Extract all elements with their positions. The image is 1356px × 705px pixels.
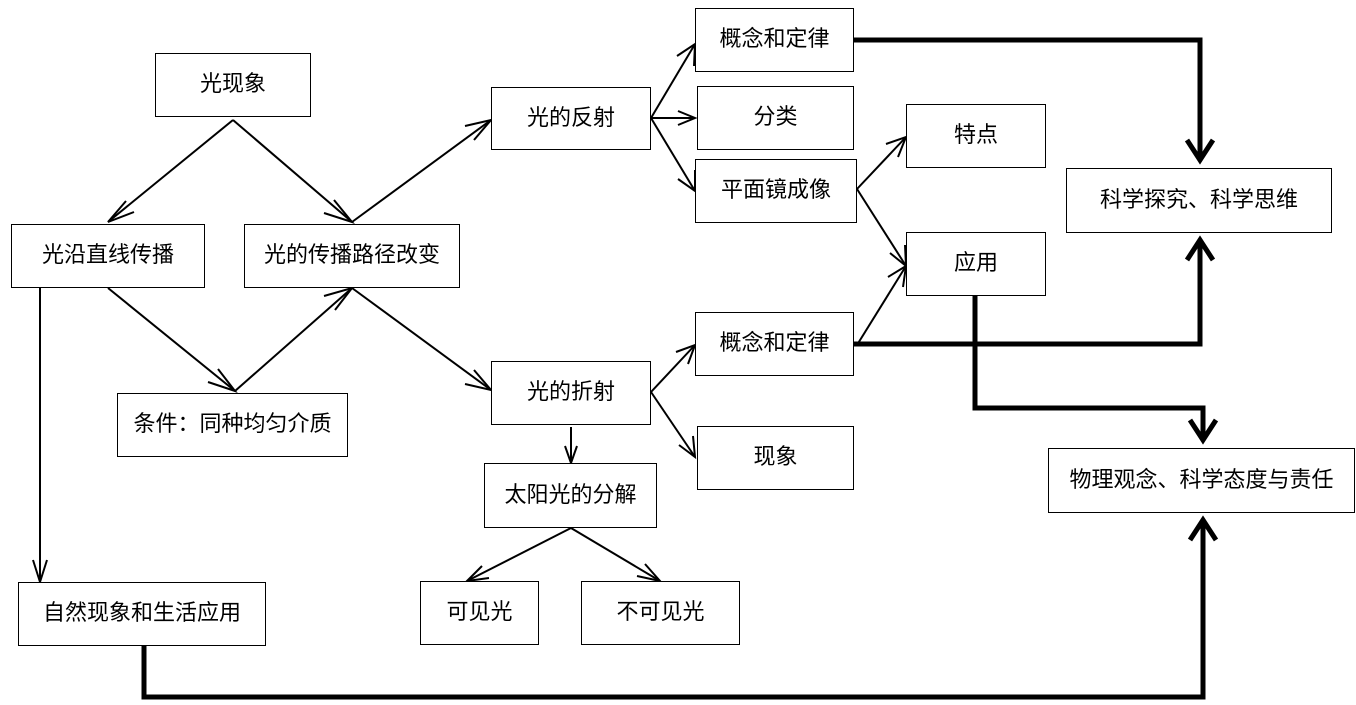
arrowhead xyxy=(889,244,908,269)
node-rectilinear-propagation: 光沿直线传播 xyxy=(11,224,205,288)
arrowhead xyxy=(678,435,697,460)
node-features: 特点 xyxy=(906,104,1046,168)
node-refraction-concept-law: 概念和定律 xyxy=(695,312,854,376)
arrow-rectilinear-to-condition xyxy=(107,287,236,392)
arrow-condition-to-pathchange xyxy=(234,287,353,392)
thick-arrow-application-to-attitude xyxy=(972,296,1206,440)
node-reflection-types: 分类 xyxy=(697,86,854,150)
node-invisible-light: 不可见光 xyxy=(581,581,740,645)
arrowhead xyxy=(1187,515,1219,542)
arrow-refraction-to-concept xyxy=(650,344,696,393)
arrowhead xyxy=(464,565,490,583)
arrowhead xyxy=(107,200,135,223)
arrowhead xyxy=(636,563,663,583)
node-light-phenomena: 光现象 xyxy=(155,53,311,117)
arrow-pathchange-to-reflection xyxy=(351,119,492,223)
node-natural-applications: 自然现象和生活应用 xyxy=(18,582,266,646)
arrow-dispersion-to-visible xyxy=(466,527,572,582)
node-plane-mirror: 平面镜成像 xyxy=(695,159,857,223)
arrow-pathchange-to-refraction xyxy=(351,287,492,391)
arrowhead xyxy=(1184,138,1216,165)
node-visible-light: 可见光 xyxy=(420,581,539,645)
arrow-light-to-pathchange xyxy=(232,119,353,223)
arrow-reflection-to-concept xyxy=(650,43,696,119)
arrow-refraction-concept-to-application xyxy=(856,265,907,346)
arrow-light-to-rectilinear xyxy=(107,119,234,223)
node-condition: 条件：同种均匀介质 xyxy=(117,393,348,457)
arrow-reflection-to-mirror xyxy=(650,117,696,192)
arrowhead xyxy=(677,110,698,126)
arrow-mirror-to-application xyxy=(856,188,907,267)
node-physics-attitude: 物理观念、科学态度与责任 xyxy=(1048,448,1355,513)
node-reflection-concept-law: 概念和定律 xyxy=(695,8,854,72)
thick-arrow-natural-to-attitude xyxy=(141,520,1206,700)
arrow-dispersion-to-invisible xyxy=(570,527,661,582)
node-path-change: 光的传播路径改变 xyxy=(244,224,460,288)
thick-arrow-refraction-concept-to-inquiry xyxy=(854,240,1203,347)
node-reflection: 光的反射 xyxy=(491,87,651,150)
arrow-mirror-to-features xyxy=(856,136,907,190)
arrow-refraction-to-phenomena xyxy=(650,391,696,458)
node-sunlight-dispersion: 太阳光的分解 xyxy=(484,463,657,528)
node-scientific-inquiry: 科学探究、科学思维 xyxy=(1066,168,1332,233)
node-refraction-phenomena: 现象 xyxy=(697,426,854,490)
node-refraction: 光的折射 xyxy=(491,361,651,425)
thick-arrow-reflection-concept-to-inquiry xyxy=(854,37,1203,160)
arrowhead xyxy=(1184,235,1216,262)
node-application: 应用 xyxy=(906,232,1046,296)
arrowhead xyxy=(1187,418,1219,445)
